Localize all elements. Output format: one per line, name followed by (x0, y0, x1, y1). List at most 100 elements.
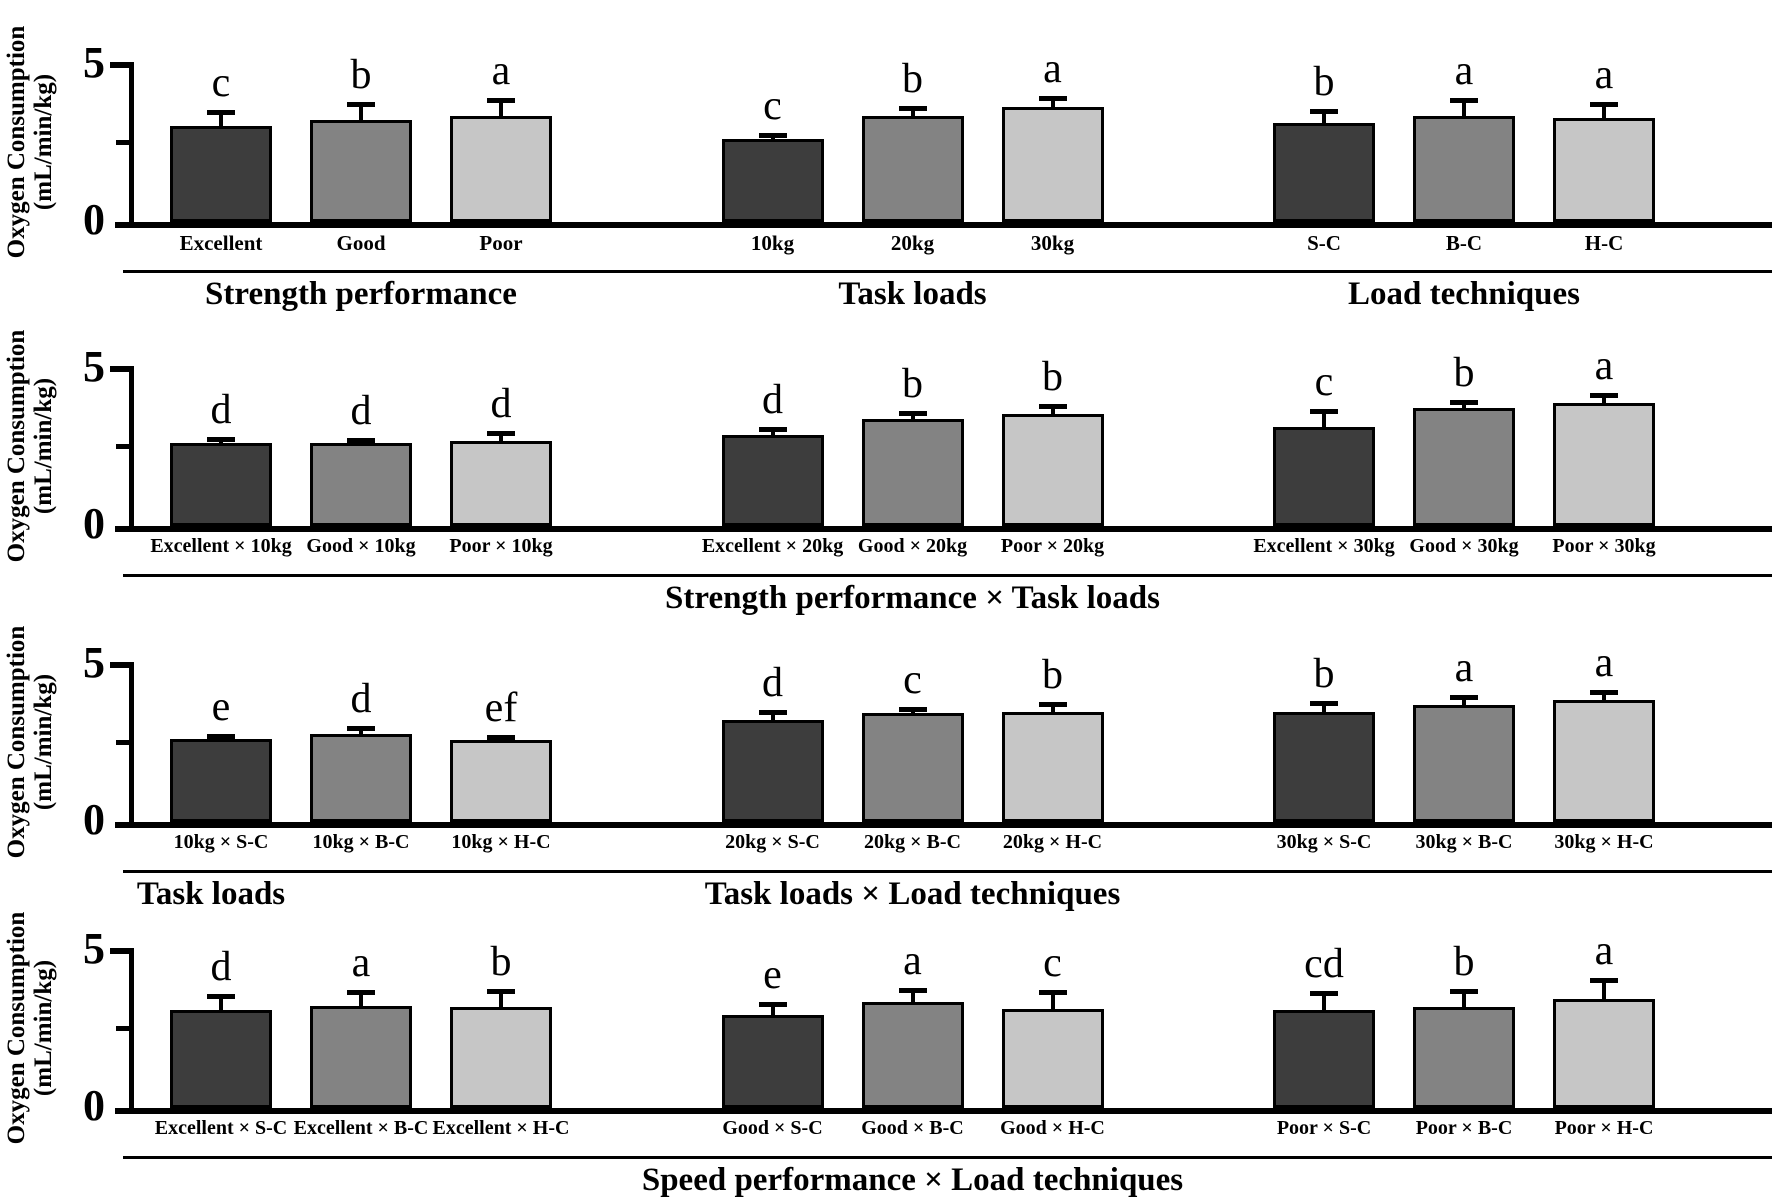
error-bar-cap (1310, 701, 1338, 706)
bar-slot: c (721, 62, 824, 222)
bar (861, 116, 964, 222)
x-tick-label: Good × S-C (722, 1117, 823, 1139)
bar (1273, 427, 1375, 526)
error-bar-line (1462, 695, 1466, 707)
bar (1553, 999, 1655, 1108)
y-axis-label-line2: (mL/min/kg) (30, 377, 57, 515)
error-bar (487, 989, 515, 1009)
bar-slot: a (1553, 345, 1655, 526)
stray-group-title-text: Task loads (136, 876, 286, 912)
error-bar (207, 110, 235, 128)
x-tick-label: H-C (1584, 231, 1624, 255)
bar-slot: a (310, 942, 412, 1108)
plot-area: d d d (110, 310, 1772, 616)
error-bar-line (499, 431, 503, 443)
bar (310, 443, 412, 526)
x-tick-label-cell: 30kg (1002, 230, 1104, 268)
error-bar-cap (898, 411, 927, 416)
bar-group: d b b (721, 356, 1104, 526)
bar-group: e d ef (170, 662, 552, 822)
x-tick-label-cell: 20kg × B-C (862, 830, 964, 868)
error-bar-cap (207, 994, 235, 999)
error-bar (207, 734, 235, 741)
bar-slot: c (170, 62, 272, 222)
y-tick-mark-top (110, 662, 129, 668)
error-bar (1310, 409, 1338, 429)
error-bar-line (1050, 702, 1055, 714)
bar-slot: b (1273, 653, 1375, 822)
error-bar-line (1462, 989, 1466, 1009)
error-bar-cap (758, 133, 787, 138)
y-axis-label: Oxygen Consumption (mL/min/kg) (3, 626, 57, 859)
bar-slot: a (1001, 48, 1104, 222)
error-bar-line (359, 990, 363, 1008)
bar-slot: d (721, 366, 824, 526)
group-title: Task loads × Load techniques (704, 876, 1121, 912)
bar (310, 734, 412, 822)
error-bar (1310, 991, 1338, 1012)
significance-letter: c (1314, 359, 1334, 405)
group-underline (123, 870, 1772, 873)
bars-container: d a b (170, 930, 1655, 1108)
x-axis-baseline (115, 1108, 1772, 1114)
error-bar-cap (347, 726, 375, 731)
bar-slot: b (1413, 941, 1515, 1108)
bar (1001, 107, 1104, 222)
y-tick-label-bottom: 0 (83, 1081, 105, 1130)
x-tick-label-cell: 20kg × S-C (722, 830, 824, 868)
group-titles: Strength performance × Task loads (170, 580, 1655, 618)
significance-letter: ef (484, 685, 518, 731)
chart-row: Oxygen Consumption (mL/min/kg) 5 0 d (0, 910, 1772, 1198)
x-tick-label: 20kg × B-C (864, 831, 961, 853)
bar-group: c b a (170, 50, 552, 222)
x-tick-label-cell: Good × 10kg (306, 534, 415, 572)
error-bar-line (1322, 109, 1326, 125)
bar-slot: a (450, 50, 552, 222)
significance-letter: b (1453, 939, 1475, 985)
bars-container: e d ef (170, 642, 1655, 822)
error-bar (487, 431, 515, 443)
error-bar-cap (1450, 695, 1478, 700)
error-bar-cap (487, 735, 515, 740)
significance-letter: b (1313, 651, 1335, 697)
y-tick-label-top: 5 (83, 38, 105, 87)
chart-row: Oxygen Consumption (mL/min/kg) 5 0 e (0, 614, 1772, 912)
group-titles: Task loads × Load techniques (170, 876, 1655, 914)
error-bar-cap (1450, 98, 1478, 103)
error-bar (1038, 404, 1067, 416)
significance-letter: a (491, 48, 511, 94)
error-bar-line (1322, 701, 1326, 714)
y-tick-mark-minor (116, 740, 129, 745)
y-tick-mark-minor (116, 140, 129, 145)
error-bar-line (1050, 990, 1055, 1011)
error-bar-line (770, 1002, 775, 1017)
x-tick-label: 30kg × B-C (1415, 831, 1513, 853)
significance-letter: a (1594, 343, 1614, 389)
bar (1273, 712, 1375, 822)
x-tick-label: Poor × H-C (1554, 1117, 1654, 1139)
error-bar (347, 102, 375, 122)
y-tick-mark-top (110, 948, 129, 954)
x-tick-label: 20kg (890, 231, 935, 255)
bar (170, 739, 272, 822)
significance-letter: d (350, 388, 372, 434)
y-tick-label-top: 5 (83, 924, 105, 973)
error-bar-cap (1038, 702, 1067, 707)
error-bar (207, 437, 235, 445)
x-tick-label-cell: 20kg × H-C (1002, 830, 1104, 868)
significance-letter: b (1313, 59, 1335, 105)
bar (1001, 414, 1104, 526)
y-axis-label-line2: (mL/min/kg) (30, 959, 57, 1097)
x-tick-label: 30kg × H-C (1554, 831, 1654, 853)
error-bar-cap (1590, 978, 1618, 983)
error-bar-cap (758, 1002, 787, 1007)
error-bar-line (1050, 96, 1055, 109)
error-bar (1450, 695, 1478, 707)
significance-letter: c (763, 83, 782, 129)
plot-area: e d ef (110, 614, 1772, 912)
error-bar-cap (758, 710, 787, 715)
